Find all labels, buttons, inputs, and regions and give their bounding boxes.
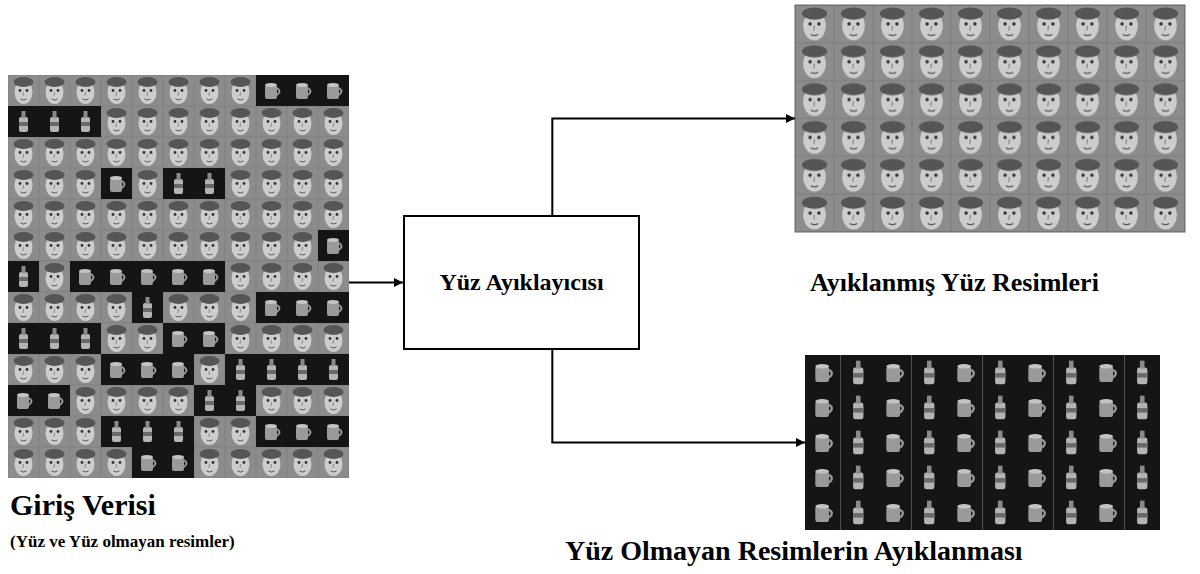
image-caption: Giriş Verisi xyxy=(10,488,156,521)
box-label: Yüz Ayıklayıcısı xyxy=(439,269,603,295)
face-image-grid: Ayıklanmış Yüz Resimleri xyxy=(795,5,1185,232)
image-caption: Yüz Olmayan Resimlerin Ayıklanması xyxy=(565,536,1023,567)
flow-arrow xyxy=(552,350,805,443)
object-image-grid: Yüz Olmayan Resimlerin Ayıklanması xyxy=(805,355,1160,530)
process-box: Yüz Ayıklayıcısı xyxy=(403,215,640,350)
flow-arrow xyxy=(349,282,403,284)
flow-arrow xyxy=(552,119,795,216)
input-image-grid: Giriş Verisi(Yüz ve Yüz olmayan resimler… xyxy=(8,75,349,478)
image-subcaption: (Yüz ve Yüz olmayan resimler) xyxy=(10,533,235,552)
image-caption: Ayıklanmış Yüz Resimleri xyxy=(810,269,1099,298)
